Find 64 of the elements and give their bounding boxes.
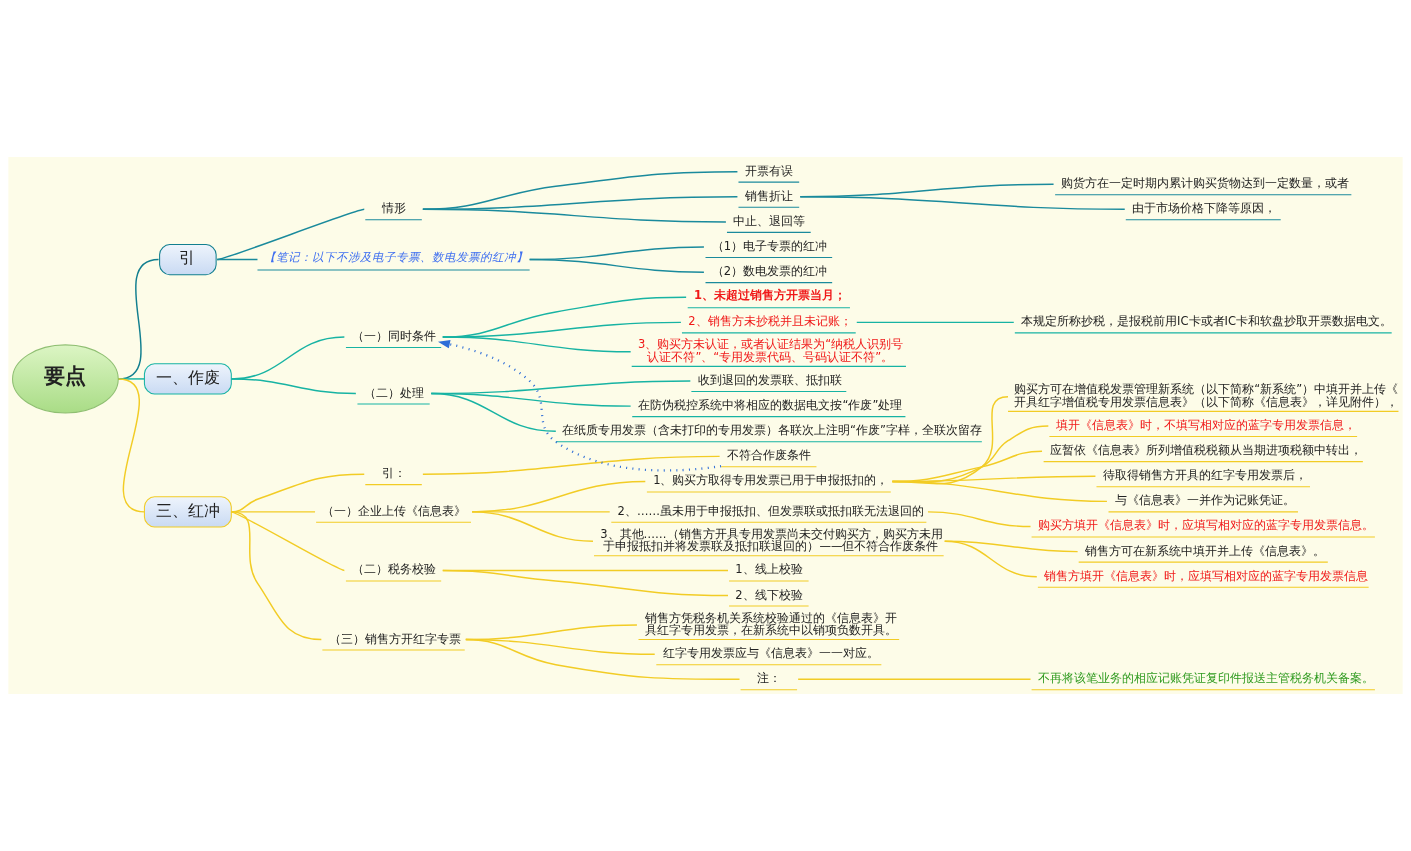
node-text: 本规定所称抄税，是报税前用IC卡或者IC卡和软盘抄取开票数据电文。 — [1021, 314, 1392, 329]
node-text: 中止、退回等 — [733, 213, 806, 228]
connector — [943, 540, 1038, 578]
node-text: （三）销售方开红字专票 — [328, 631, 461, 646]
node-text: 填开《信息表》时，不填写相对应的蓝字专用发票信息， — [1055, 417, 1356, 432]
node-text: 不再将该笔业务的相应记账凭证复印件报送主管税务机关备案。 — [1037, 671, 1374, 686]
node-text: 待取得销售方开具的红字专用发票后， — [1102, 468, 1307, 483]
node-text: 3、购买方未认证，或者认证结果为“纳税人识别号认证不符”、“专用发票代码、号码认证不符”。 — [637, 337, 904, 364]
node-text: （一）同时条件 — [352, 328, 437, 343]
connector — [528, 258, 705, 273]
node-text: 情形 — [381, 201, 406, 216]
connector — [442, 569, 729, 597]
node-text: 购货方在一定时期内累计购买货物达到一定数量，或者 — [1061, 176, 1350, 191]
node-text: 1、购买方取得专用发票已用于申报抵扣的， — [653, 473, 889, 488]
connector — [442, 336, 632, 353]
node-text: 购买方可在增值税发票管理新系统（以下简称“新系统”）中填开并上传《开具红字增值税专用发票信息表》（以下简称《信息表》，详见附件）， — [1014, 382, 1399, 409]
node-text: 与《信息表》一并作为记账凭证。 — [1114, 493, 1295, 508]
node-text: 1、线上校验 — [735, 562, 803, 577]
node-text: 销售方凭税务机关系统校验通过的《信息表》开具红字专用发票，在新系统中以销项负数开具。 — [644, 610, 897, 638]
node-text: 在纸质专用发票（含未打印的专用发票）各联次上注明“作废”字样，全联次留存 — [562, 423, 983, 438]
node-box: 一、作废 — [143, 363, 232, 395]
node-text: 1、未超过销售方开票当月； — [693, 288, 846, 303]
node-text: 由于市场价格下降等原因， — [1132, 201, 1277, 216]
node-text: 开票有误 — [744, 163, 793, 178]
node-text: （1）电子专票的红冲 — [711, 238, 828, 253]
node-text: 2、线下校验 — [735, 587, 803, 602]
node-text: 销售折让 — [744, 188, 793, 203]
connector — [891, 480, 1108, 503]
connector — [471, 511, 594, 542]
node-text: 不符合作废条件 — [727, 448, 812, 463]
node-text: （二）税务校验 — [352, 562, 437, 577]
connector — [943, 540, 1079, 553]
node-text: 在防伪税控系统中将相应的数据电文按“作废”处理 — [638, 398, 903, 413]
connector — [799, 196, 1126, 211]
node-text: 3、其他……（销售方开具专用发票尚未交付购买方，购买方未用于申报抵扣并将发票联及抵扣联退回的）——但不符合作废条件 — [600, 526, 943, 554]
node-text: （一）企业上传《信息表》 — [322, 503, 467, 518]
node-text: 2、销售方未抄税并且未记账； — [688, 314, 852, 329]
connector — [422, 208, 727, 223]
node-text: 注： — [756, 671, 781, 686]
node-box: 引 — [159, 243, 217, 276]
node-text: 收到退回的发票联、抵扣联 — [697, 372, 842, 387]
node-text: 购买方填开《信息表》时，应填写相对应的蓝字专用发票信息。 — [1037, 518, 1374, 533]
connector — [430, 392, 557, 432]
node-text: 销售方可在新系统中填开并上传《信息表》。 — [1084, 543, 1325, 558]
arrow — [438, 340, 722, 472]
connector — [465, 638, 741, 681]
connector — [216, 208, 365, 261]
node-text: 引： — [381, 466, 406, 481]
node-text: 2、……虽未用于申报抵扣、但发票联或抵扣联无法退回的 — [617, 503, 924, 518]
node-text: 红字专用发票应与《信息表》一一对应。 — [662, 646, 879, 661]
connector — [927, 511, 1032, 528]
connector — [797, 678, 1032, 681]
node-text: 销售方填开《信息表》时，应填写相对应的蓝字专用发票信息 — [1044, 568, 1369, 583]
node-text: 【笔记：以下不涉及电子专票、数电发票的红冲】 — [263, 250, 528, 265]
node-text: （2）数电发票的红冲 — [711, 264, 828, 279]
connector — [216, 258, 259, 261]
node-text: （二）处理 — [363, 385, 424, 400]
connector — [856, 321, 1015, 324]
node-box: 三、红冲 — [143, 496, 232, 528]
connector — [230, 378, 357, 395]
connector — [117, 378, 146, 513]
node-ellipse: 要点 — [12, 344, 119, 414]
connector — [422, 455, 721, 475]
node-text: 应暂依《信息表》所列增值税税额从当期进项税额中转出， — [1049, 443, 1362, 458]
